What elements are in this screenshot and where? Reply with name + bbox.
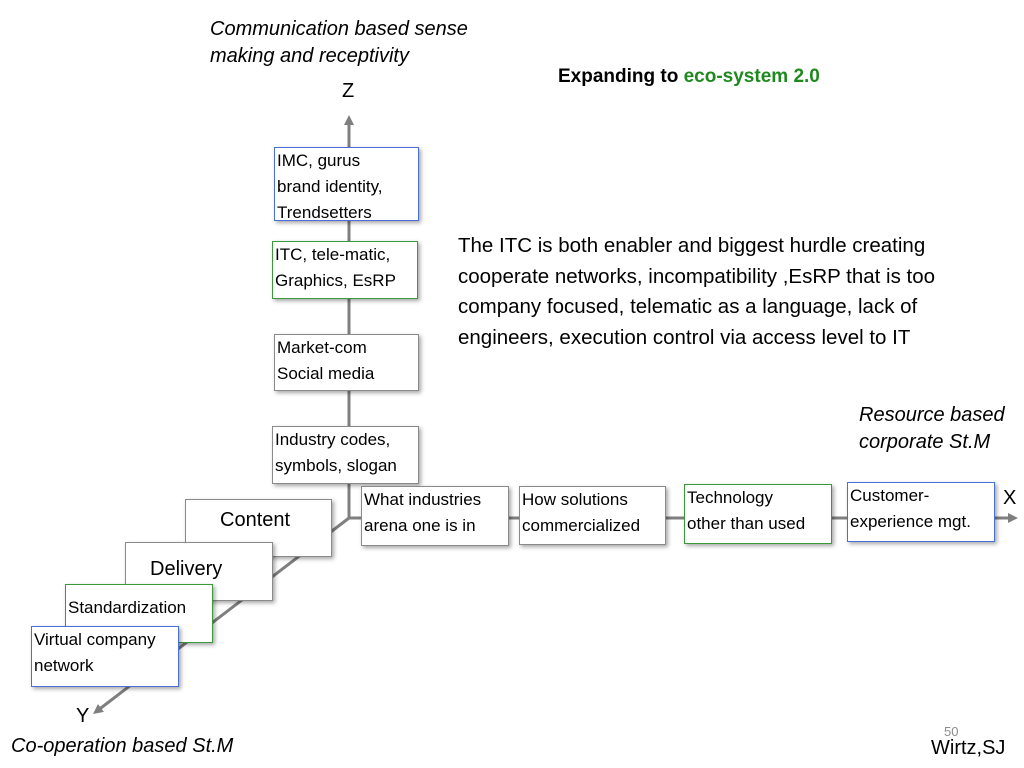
z-box-industry-codes: Industry codes, symbols, slogan [272,426,419,484]
slide-number: 50 [944,724,959,739]
y-box-virtual-company: Virtual company network [31,626,179,687]
author-credit: Wirtz,SJ [931,737,1006,759]
itc-note-text: The ITC is both enabler and biggest hurd… [458,234,936,349]
z-box-imc: IMC, gurus brand identity, Trendsetters [274,147,419,222]
z-axis-caption-line2: making and receptivity [210,45,409,67]
x-box-how-solutions: How solutions commercialized [519,486,666,545]
title-prefix: Expanding to [558,66,684,87]
y-axis-letter: Y [76,705,90,727]
y-axis-caption: Co-operation based St.M [11,735,234,757]
x-axis-caption-line2: corporate St.M [859,431,991,453]
x-box-technology: Technology other than used [684,484,832,544]
x-box-what-industries: What industries arena one is in [361,486,509,546]
z-axis-caption: Communication based sense making and rec… [210,16,468,70]
x-box-customer-experience: Customer- experience mgt. [847,482,995,542]
title-accent: eco-system 2.0 [683,66,820,87]
z-box-market-com: Market-com Social media [274,334,419,391]
slide-title: Expanding to eco-system 2.0 [558,66,820,88]
x-axis-letter: X [1003,487,1017,509]
z-axis-letter: Z [342,80,355,102]
x-axis-caption: Resource based corporate St.M [859,402,1005,456]
z-box-itc: ITC, tele-matic, Graphics, EsRP [272,241,418,299]
z-axis-caption-line1: Communication based sense [210,18,468,40]
x-axis-caption-line1: Resource based [859,404,1005,426]
